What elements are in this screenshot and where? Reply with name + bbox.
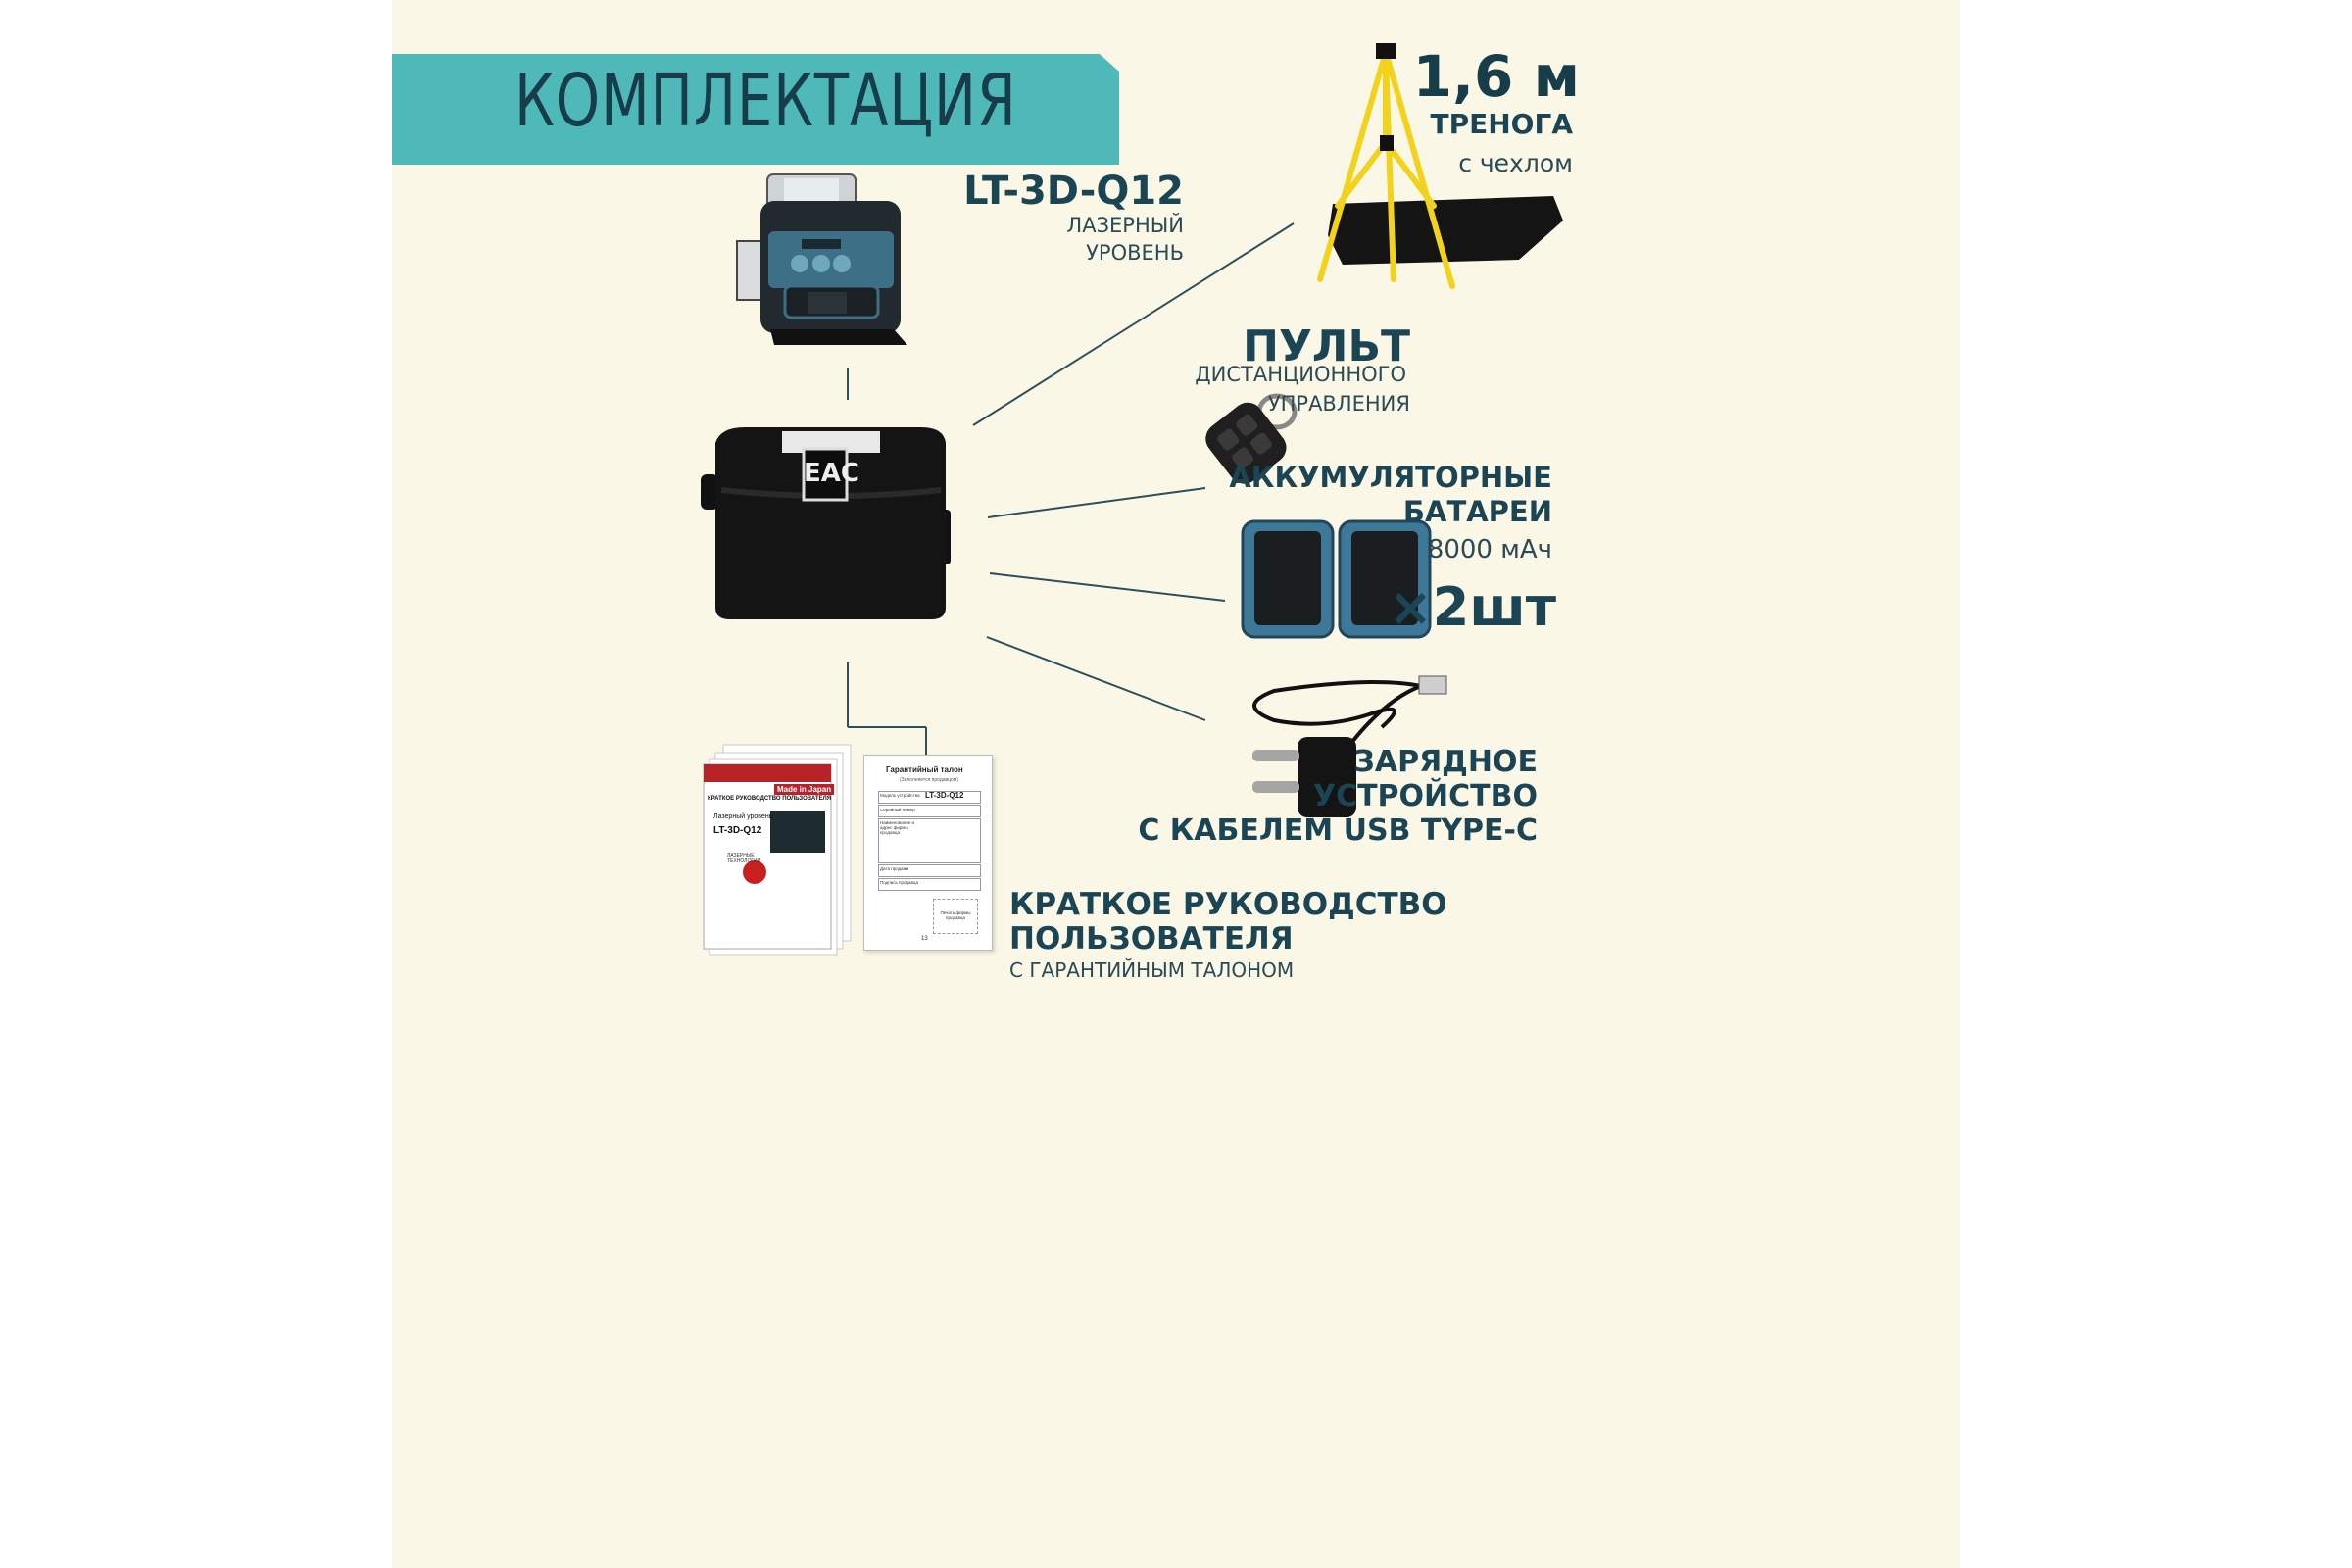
warranty-sign-label: Подпись продавца [880, 880, 919, 885]
remote-image [1205, 393, 1298, 484]
booklet-product: Лазерный уровень [713, 813, 773, 820]
charger-line1: ЗАРЯДНОЕ [1353, 745, 1538, 779]
warranty-model: LT-3D-Q12 [925, 791, 964, 800]
product-kit-canvas: КОМПЛЕКТАЦИЯ EAC [392, 0, 1960, 1568]
warranty-title: Гарантийный талон [886, 765, 963, 774]
manual-line1: КРАТКОЕ РУКОВОДСТВО [1009, 887, 1447, 922]
manual-line2: ПОЛЬЗОВАТЕЛЯ [1009, 921, 1294, 956]
booklet-title: КРАТКОЕ РУКОВОДСТВО ПОЛЬЗОВАТЕЛЯ [708, 796, 832, 802]
warranty-stamp: Печать фирмы продавца [940, 910, 971, 920]
booklet-brand: ЛАЗЕРНЫЕ ТЕХНОЛОГИИ [727, 853, 761, 864]
battery-line1: АККУМУЛЯТОРНЫЕ [1229, 461, 1552, 494]
carry-case-image [701, 427, 951, 619]
battery-line2: БАТАРЕИ [1402, 495, 1552, 528]
warranty-page: 13 [921, 936, 928, 942]
manual-booklet-image [703, 744, 852, 956]
remote-line2: УПРАВЛЕНИЯ [1267, 392, 1410, 416]
warranty-seller-label: Наименование и адрес фирмы продавца [880, 820, 914, 835]
charger-line2: УСТРОЙСТВО [1312, 779, 1538, 813]
tripod-size: 1,6 м [1412, 43, 1580, 110]
charger-image [1252, 675, 1447, 817]
tripod-image [1317, 43, 1563, 289]
warranty-date-label: Дата продажи [880, 866, 909, 871]
booklet-made-in: Made in Japan [774, 784, 835, 795]
remote-line1: ДИСТАНЦИОННОГО [1195, 363, 1406, 386]
warranty-card: Гарантийный талон (Заполняется продавцом… [863, 755, 993, 951]
charger-line3: С КАБЕЛЕМ USB TYPE-C [1138, 813, 1538, 848]
booklet-model: LT-3D-Q12 [713, 825, 762, 836]
warranty-model-label: Модель устройства [880, 793, 920, 798]
tripod-subtitle: с чехлом [1458, 149, 1573, 177]
battery-capacity: 8000 мАч [1427, 535, 1552, 564]
warranty-serial-label: Серийный номер [880, 808, 915, 812]
connector-lines [847, 222, 1295, 757]
banner-background [392, 54, 1119, 165]
laser-line2: УРОВЕНЬ [1086, 241, 1184, 265]
laser-line1: ЛАЗЕРНЫЙ [1066, 214, 1184, 237]
warranty-subtitle: (Заполняется продавцом) [900, 777, 958, 783]
battery-count: ×2шт [1388, 576, 1556, 638]
tripod-title: ТРЕНОГА [1430, 108, 1574, 140]
laser-model: LT-3D-Q12 [963, 169, 1184, 214]
batteries-image [1241, 519, 1432, 639]
banner-title: КОМПЛЕКТАЦИЯ [514, 59, 1017, 143]
remote-title: ПУЛЬТ [1243, 321, 1410, 371]
manual-line3: С ГАРАНТИЙНЫМ ТАЛОНОМ [1009, 958, 1295, 982]
laser-level-image [736, 173, 907, 345]
